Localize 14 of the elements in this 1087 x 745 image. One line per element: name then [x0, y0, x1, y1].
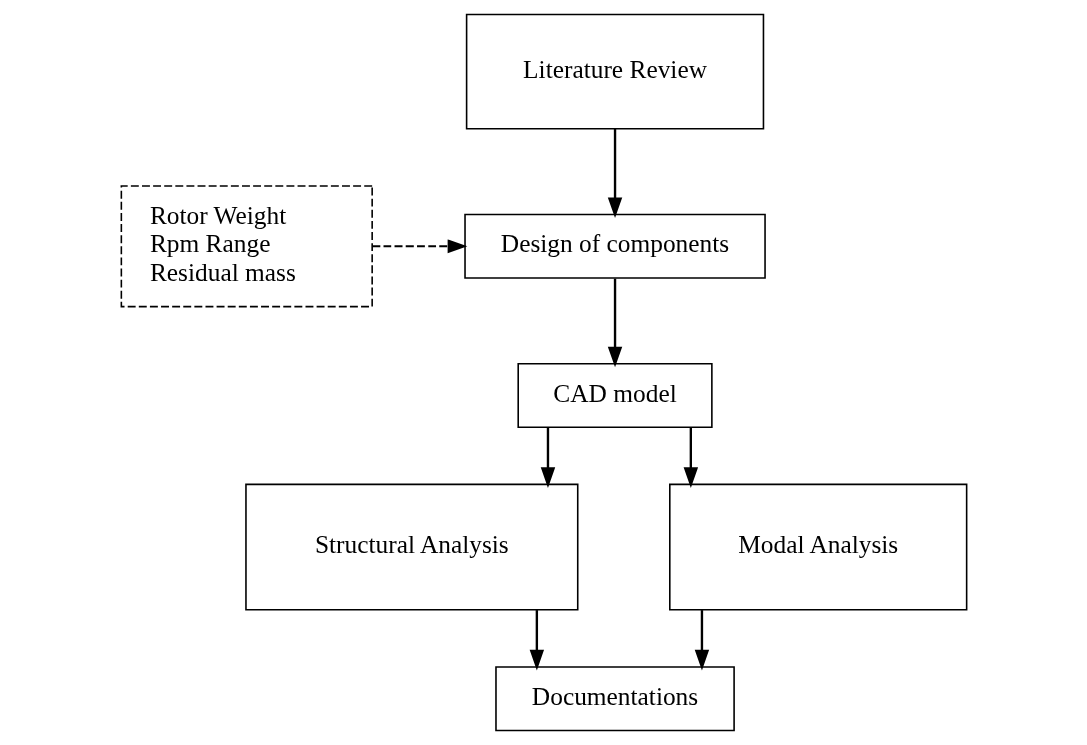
arrow — [540, 427, 555, 488]
arrow — [371, 239, 467, 254]
arrow — [607, 128, 622, 219]
node-box: CAD model — [516, 362, 713, 429]
node-box: Literature Review — [465, 13, 764, 130]
node-box: Design of components — [463, 213, 766, 279]
node-box: Structural Analysis — [244, 483, 579, 611]
arrow — [694, 610, 709, 671]
node-box: Modal Analysis — [668, 483, 967, 611]
node-box: Documentations — [494, 666, 735, 732]
arrow — [607, 278, 622, 368]
node-box: Rotor Weight Rpm Range Residual mass — [120, 185, 373, 308]
arrow — [529, 610, 544, 671]
arrow — [683, 427, 698, 488]
